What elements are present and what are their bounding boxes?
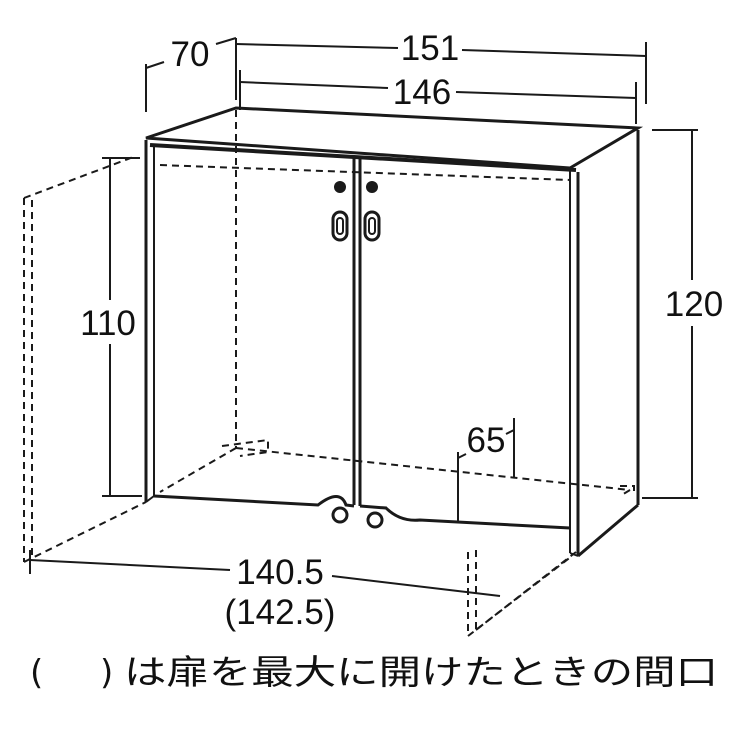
dim-65-tick-left (457, 453, 467, 459)
hinge-mark-back (221, 438, 269, 457)
caption: ( ) は扉を最大に開けたときの間口 (30, 653, 718, 693)
inner-bottom-back (235, 447, 631, 491)
caption-paren-close: ) (100, 653, 113, 693)
cabinet-top (145, 106, 644, 170)
dimension-lines (29, 37, 698, 597)
label-opening-width: 140.5 (236, 553, 324, 592)
doors (153, 158, 571, 530)
dim-151-line-right (461, 49, 647, 57)
left-open-door-bottom (23, 501, 147, 563)
label-inner-width: 146 (393, 73, 451, 112)
label-opening-width-open: (142.5) (225, 593, 336, 632)
label-inner-depth: 65 (467, 421, 506, 460)
right-open-door-bottom-inner (475, 551, 577, 631)
front-top-edge (149, 143, 577, 172)
right-door-keyhole-icon (363, 210, 381, 242)
left-door-knob-icon (334, 181, 346, 193)
dim-70-line-left (145, 61, 165, 69)
left-door-keyhole-icon (331, 210, 349, 242)
dim-140-line-right (331, 575, 501, 597)
right-keyhole-inner (368, 217, 376, 235)
left-open-door-top (23, 155, 137, 199)
label-depth: 70 (171, 35, 210, 74)
dim-65-tick-right (505, 429, 515, 435)
inner-bottom-left (159, 447, 237, 493)
label-right-height: 120 (665, 285, 723, 324)
hidden-lines (23, 110, 635, 637)
left-keyhole-inner (336, 217, 344, 235)
right-door-bottom (359, 504, 571, 530)
label-left-height: 110 (80, 304, 136, 343)
dim-70-line-right (215, 37, 237, 45)
right-panel-bottom (577, 503, 639, 558)
hinge-mark-right (620, 485, 635, 494)
inner-top-line (159, 164, 571, 181)
label-outer-width: 151 (401, 29, 459, 68)
dim-146-line-left (239, 81, 389, 89)
dim-146-line-right (455, 91, 637, 99)
cabinet-outline (144, 106, 644, 558)
left-caster-icon (331, 506, 349, 524)
dim-140-line-left (29, 559, 231, 571)
left-panel-bottom (145, 495, 155, 503)
left-door-bottom (153, 494, 355, 508)
dim-151-line-left (235, 43, 399, 49)
caption-paren-open: ( (30, 653, 43, 693)
inner-bottom-right (619, 489, 631, 497)
right-door-knob-icon (366, 181, 378, 193)
caption-text: は扉を最大に開けたときの間口 (124, 653, 718, 693)
right-caster-icon (366, 511, 384, 529)
dimension-labels: 70 151 146 110 120 65 140.5 (142.5) (80, 29, 723, 632)
